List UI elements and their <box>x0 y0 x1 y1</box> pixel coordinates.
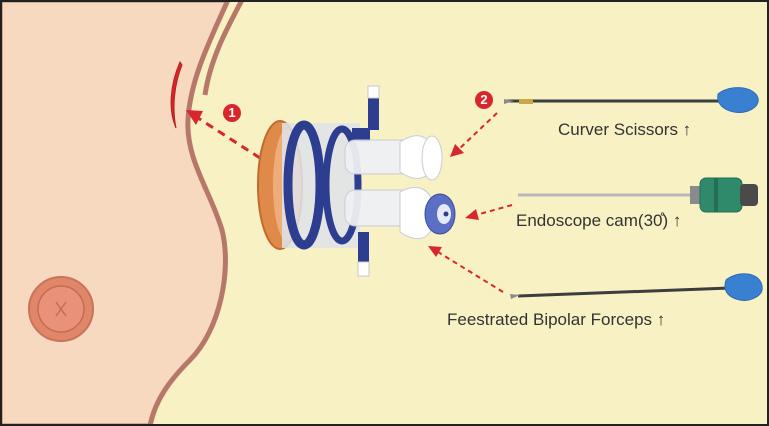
label-curved-scissors: Curver Scissors ↑ <box>558 121 691 138</box>
nipple-icon <box>29 277 93 341</box>
label-bipolar-forceps: Feestrated Bipolar Forceps ↑ <box>447 311 665 328</box>
step-badge-2: 2 <box>475 91 493 109</box>
label-endoscope-camera: Endoscope cam(30̊) ↑ <box>516 212 681 229</box>
step-badge-1: 1 <box>223 104 241 122</box>
